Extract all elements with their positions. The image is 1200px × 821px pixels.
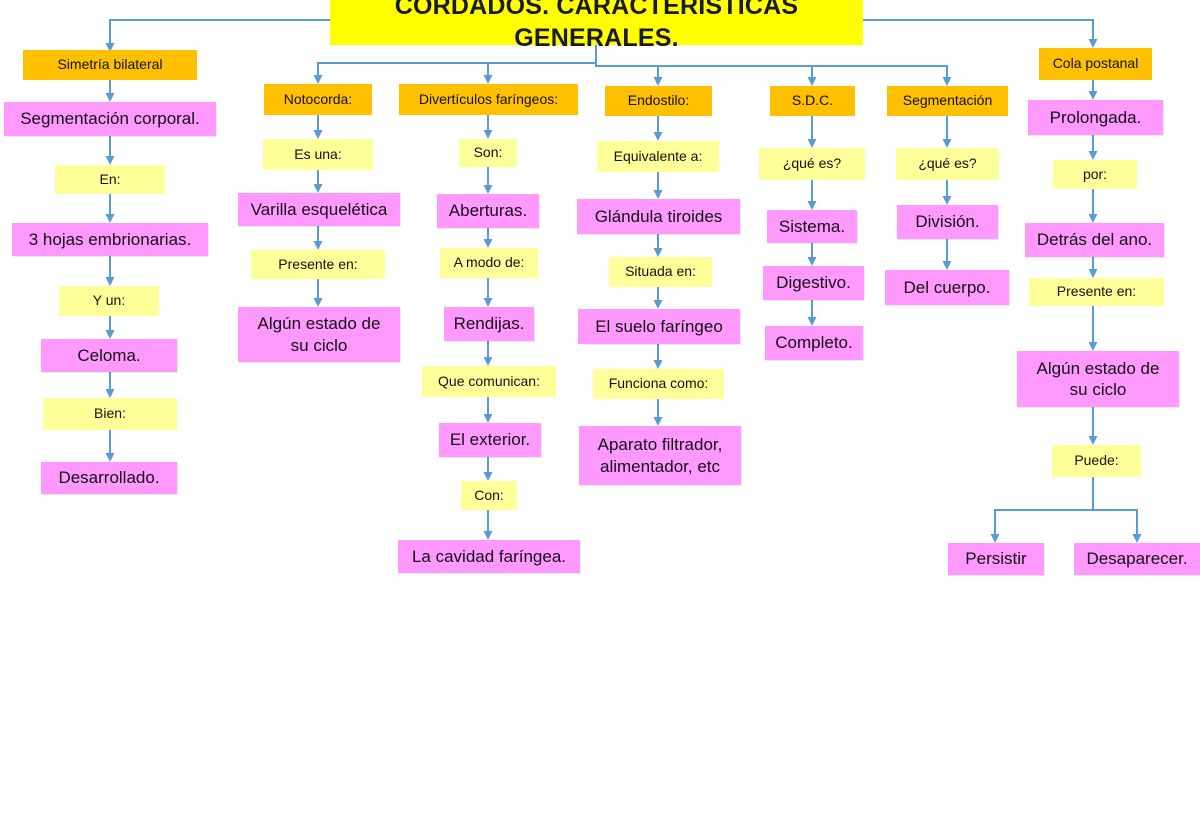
node-el-exterior: El exterior. xyxy=(439,423,541,457)
header-simetria-bilateral: Simetría bilateral xyxy=(23,50,197,80)
connector-y-un: Y un: xyxy=(59,286,159,316)
node-aberturas: Aberturas. xyxy=(437,194,539,228)
connector-son: Son: xyxy=(459,139,517,167)
connector-por: por: xyxy=(1053,160,1137,189)
connector-situada-en: Situada en: xyxy=(609,257,712,287)
connector-es-una: Es una: xyxy=(263,139,373,170)
arrow-title-cola xyxy=(863,19,1098,48)
connector-equivalente-a: Equivalente a: xyxy=(597,141,719,172)
arrow-title-segmentacion xyxy=(812,65,952,86)
node-aparato-filtrador: Aparato filtrador, alimentador, etc xyxy=(579,426,741,485)
node-la-cavidad-faringea: La cavidad faríngea. xyxy=(398,540,580,573)
connector-a-modo-de: A modo de: xyxy=(440,248,538,278)
header-sdc: S.D.C. xyxy=(770,86,855,116)
node-desarrollado: Desarrollado. xyxy=(41,462,177,494)
arrow-cola-split-left xyxy=(990,477,1094,543)
arrow-title-sdc xyxy=(596,65,817,86)
arrow-title-notocorda xyxy=(313,45,597,84)
header-endostilo: Endostilo: xyxy=(605,86,712,116)
connector-con: Con: xyxy=(461,481,517,510)
node-rendijas: Rendijas. xyxy=(444,307,534,341)
connector-que-es-sdc: ¿qué es? xyxy=(759,148,865,180)
node-algun-estado-noto: Algún estado de su ciclo xyxy=(238,307,400,362)
node-division: División. xyxy=(897,205,998,239)
arrow-title-diverticulos xyxy=(483,62,596,84)
node-segmentacion-corporal: Segmentación corporal. xyxy=(4,102,216,136)
arrow-title-simetria xyxy=(105,19,330,52)
node-prolongada: Prolongada. xyxy=(1028,100,1163,135)
header-notocorda: Notocorda: xyxy=(264,84,372,115)
node-desaparecer: Desaparecer. xyxy=(1074,543,1200,575)
node-del-cuerpo: Del cuerpo. xyxy=(885,270,1009,305)
diagram-title: CORDADOS. CARACTERÍSTICAS GENERALES. xyxy=(330,0,863,52)
node-completo: Completo. xyxy=(765,326,863,360)
node-varilla-esqueletica: Varilla esquelética xyxy=(238,193,400,226)
connector-en: En: xyxy=(55,165,165,194)
node-persistir: Persistir xyxy=(948,543,1044,575)
node-el-suelo-faringeo: El suelo faríngeo xyxy=(578,309,740,344)
node-digestivo: Digestivo. xyxy=(763,266,864,300)
connector-que-es-seg: ¿qué es? xyxy=(896,148,999,180)
connector-presente-en-cola: Presente en: xyxy=(1029,278,1164,306)
node-glandula-tiroides: Glándula tiroides xyxy=(577,199,740,234)
connector-presente-en-noto: Presente en: xyxy=(251,250,385,279)
connector-puede: Puede: xyxy=(1052,445,1141,477)
connector-funciona-como: Funciona como: xyxy=(593,369,724,399)
node-sistema: Sistema. xyxy=(767,210,857,243)
node-detras-del-ano: Detrás del ano. xyxy=(1025,223,1164,257)
header-segmentacion: Segmentación xyxy=(887,86,1008,116)
node-celoma: Celoma. xyxy=(41,339,177,372)
connector-bien: Bien: xyxy=(43,398,177,430)
connector-que-comunican: Que comunican: xyxy=(422,366,556,397)
arrow-cola-split-right xyxy=(1093,509,1142,543)
node-algun-estado-cola: Algún estado de su ciclo xyxy=(1017,351,1179,407)
header-diverticulos-faringeos: Divertículos faríngeos: xyxy=(399,84,578,115)
header-cola-postanal: Cola postanal xyxy=(1039,48,1152,80)
node-3-hojas-embrionarias: 3 hojas embrionarias. xyxy=(12,223,208,256)
